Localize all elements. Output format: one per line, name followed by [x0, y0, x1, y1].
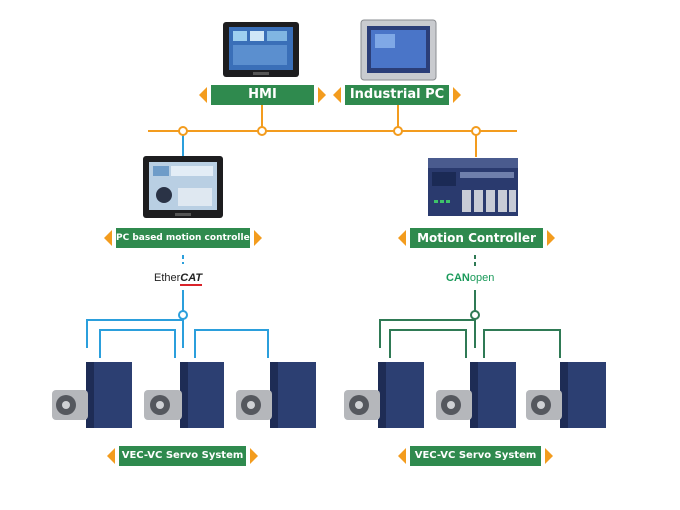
- servo-drive-motor-icon: [236, 362, 316, 428]
- servo-drive-motor-icon: [52, 362, 132, 428]
- hmi-touch-panel-icon: [223, 22, 299, 77]
- canopen-suffix: open: [469, 272, 495, 284]
- canopen-prefix: CAN: [446, 272, 470, 284]
- ethercat-prefix: Ether: [154, 272, 181, 284]
- industrial-pc-icon: [360, 19, 437, 81]
- ethercat-wiring: [86, 255, 269, 358]
- hmi-label: HMI: [199, 85, 326, 105]
- servo-drive-motor-icon: [436, 362, 516, 428]
- canopen-logo: CANopen: [446, 272, 494, 284]
- ethercat-suffix: CAT: [180, 272, 203, 286]
- servo-system-right-label: VEC-VC Servo System: [398, 446, 553, 466]
- servo-drive-motor-icon: [526, 362, 606, 428]
- servo-system-left-label: VEC-VC Servo System: [107, 446, 258, 466]
- pc-controller-label: PC based motion controller: [104, 228, 262, 248]
- servo-drive-motor-icon: [144, 362, 224, 428]
- canopen-wiring: [379, 255, 561, 358]
- bus-nodes: [178, 126, 481, 136]
- pc-controller-panel-icon: [143, 156, 223, 218]
- ethercat-logo: EtherCAT: [154, 272, 203, 286]
- servo-drive-motor-icon: [344, 362, 424, 428]
- industrial-pc-label: Industrial PC: [333, 85, 461, 105]
- motion-controller-module-icon: [428, 158, 518, 216]
- motion-controller-label: Motion Controller: [398, 228, 555, 248]
